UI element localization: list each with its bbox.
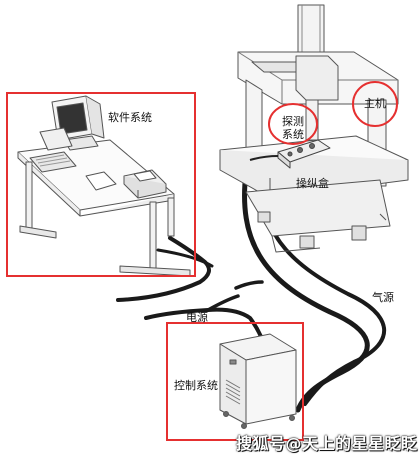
computer-case [39,127,73,151]
watermark: 搜狐号@天上的星星眨眨 [236,434,418,453]
carriage [295,55,339,101]
desk-bottom-cable [156,248,214,268]
cable-end-1 [206,294,240,312]
control-highlight-box [166,322,304,441]
desk-leg-right [149,201,157,271]
label-control-system: 控制系统 [174,379,218,392]
label-joystick-box: 操纵盒 [296,177,329,190]
desk-to-cmm-cable [116,236,211,302]
probe-highlight-circle [268,103,318,145]
label-host: 主机 [364,97,386,110]
label-power-source: 电源 [186,311,208,324]
power-cable [144,307,268,354]
cable-end-2 [234,280,264,290]
label-air-source: 气源 [372,291,394,304]
joystick-box [249,139,331,169]
computer-desk [17,95,191,277]
cabinet-side [245,349,297,425]
host-highlight-circle [352,81,398,127]
label-probe-system: 探测系统 [282,115,304,141]
label-software-system: 软件系统 [108,111,152,124]
keyboard [29,151,77,173]
desk-leg-left [25,161,33,233]
control-cabinet [219,333,297,429]
software-highlight-box [6,92,196,277]
paper-sheet [85,171,117,191]
